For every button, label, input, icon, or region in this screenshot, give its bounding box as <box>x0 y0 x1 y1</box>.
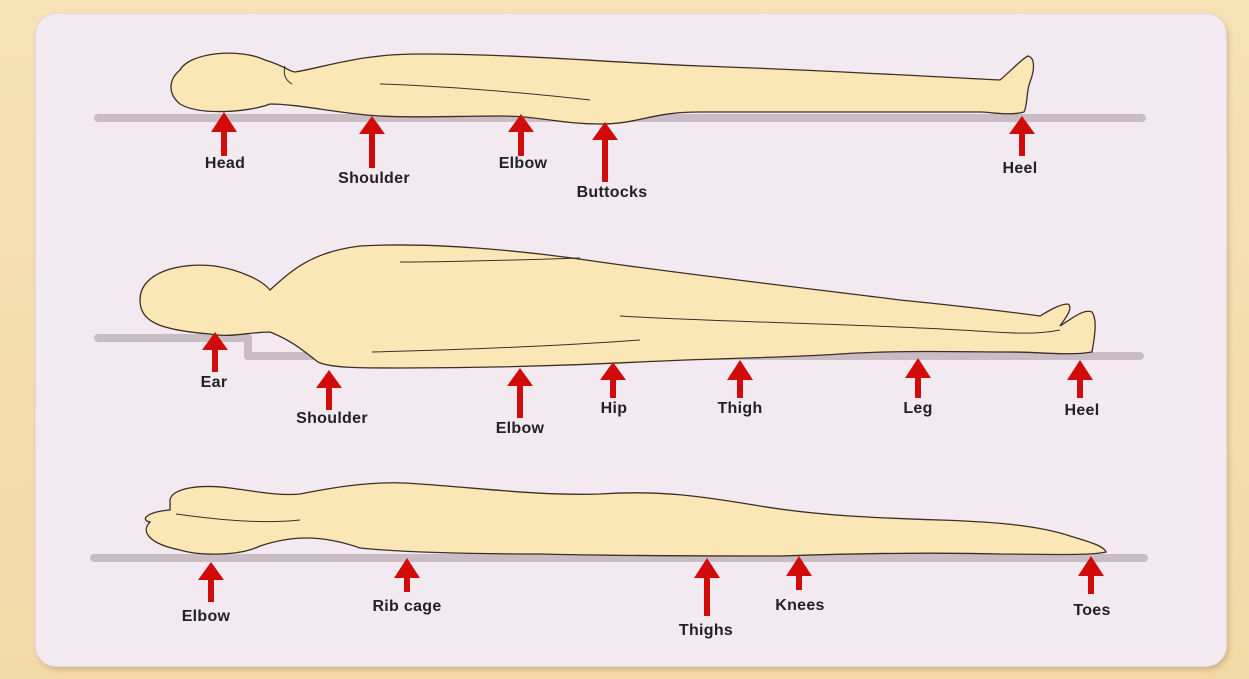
arrow-rib-cage <box>394 558 420 592</box>
prone-position <box>94 483 1144 558</box>
label-buttocks: Buttocks <box>577 184 648 202</box>
label-thighs: Thighs <box>679 622 733 640</box>
label-elbow: Elbow <box>499 155 548 173</box>
supine-body <box>171 53 1034 124</box>
label-heel: Heel <box>1003 160 1038 178</box>
arrow-elbow <box>198 562 224 602</box>
arrow-thigh <box>727 360 753 398</box>
arrow-shoulder <box>359 116 385 168</box>
lateral-position <box>98 245 1140 368</box>
label-hip: Hip <box>601 400 628 418</box>
arrow-shoulder <box>316 370 342 410</box>
lateral-body <box>140 245 1095 368</box>
label-shoulder: Shoulder <box>296 410 368 428</box>
label-elbow: Elbow <box>496 420 545 438</box>
arrow-buttocks <box>592 122 618 182</box>
arrow-heel <box>1067 360 1093 398</box>
label-ear: Ear <box>201 374 228 392</box>
label-heel: Heel <box>1065 402 1100 420</box>
label-toes: Toes <box>1073 602 1110 620</box>
label-rib-cage: Rib cage <box>372 598 441 616</box>
supine-position <box>98 53 1142 124</box>
arrow-elbow <box>507 368 533 418</box>
label-head: Head <box>205 155 245 173</box>
label-knees: Knees <box>775 597 825 615</box>
prone-body <box>145 483 1106 556</box>
arrow-leg <box>905 358 931 398</box>
label-shoulder: Shoulder <box>338 170 410 188</box>
label-thigh: Thigh <box>717 400 762 418</box>
label-leg: Leg <box>903 400 932 418</box>
arrow-thighs <box>694 558 720 616</box>
arrow-hip <box>600 362 626 398</box>
label-elbow: Elbow <box>182 608 231 626</box>
